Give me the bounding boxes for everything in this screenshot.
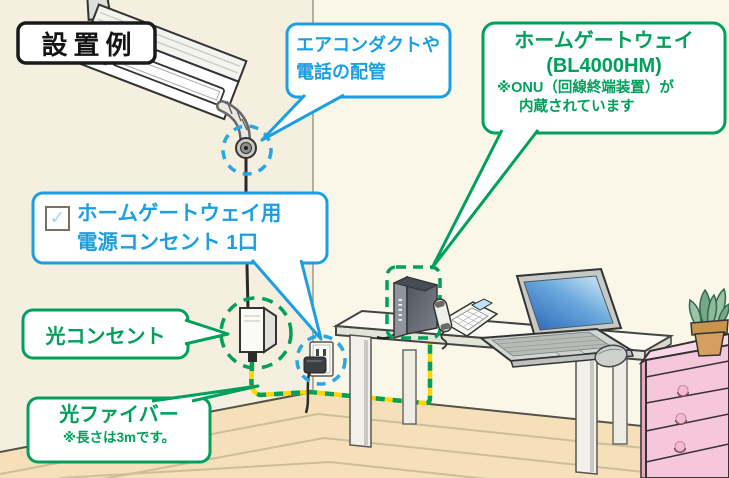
power-outlet-highlight-circle — [295, 334, 347, 386]
power-plug — [303, 356, 327, 414]
fiber-callout-bubble — [26, 384, 260, 464]
potted-plant — [688, 287, 729, 357]
title-box — [16, 21, 157, 65]
gateway-callout-bubble — [430, 21, 727, 270]
power-outlet-checkbox[interactable]: ✓ — [45, 206, 70, 231]
optical-outlet-highlight-circle — [219, 296, 293, 370]
power-outlet-callout-bubble — [31, 191, 329, 341]
checkmark-icon: ✓ — [49, 208, 66, 229]
mouse — [594, 344, 628, 368]
drawer-knobs — [674, 385, 689, 453]
duct-pipe — [216, 100, 251, 143]
duct-callout-bubble — [260, 22, 452, 142]
duct-highlight-circle — [221, 124, 273, 176]
duct-wall-fitting — [235, 137, 257, 159]
optical-outlet-device — [239, 306, 277, 362]
optical-outlet-callout-bubble — [21, 308, 230, 360]
telephone — [432, 298, 499, 350]
chest-of-drawers — [638, 332, 729, 478]
home-gateway-device — [376, 275, 439, 340]
